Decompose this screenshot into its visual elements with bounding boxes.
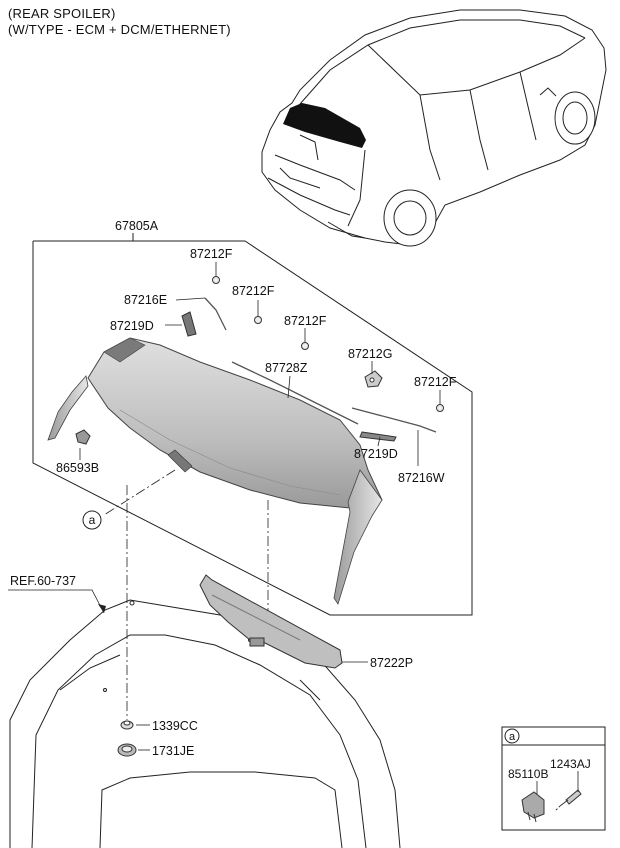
alignment-lines — [103, 469, 269, 720]
label-86593B: 86593B — [56, 461, 99, 475]
inset-box — [501, 726, 606, 831]
label-87728Z: 87728Z — [265, 361, 308, 375]
inset-letter: a — [509, 731, 516, 743]
trim-strips — [204, 297, 437, 433]
label-87219D-b: 87219D — [354, 447, 398, 461]
label-87212F-a: 87212F — [190, 247, 233, 261]
label-1339CC: 1339CC — [152, 719, 198, 733]
label-85110B: 85110B — [508, 767, 548, 781]
diagram-title-line1: (REAR SPOILER) — [8, 6, 116, 21]
label-1243AJ: 1243AJ — [550, 757, 591, 771]
ref-arrowhead — [98, 604, 106, 613]
label-87216W: 87216W — [398, 471, 445, 485]
rear-spoiler — [47, 337, 383, 605]
label-87219D-a: 87219D — [110, 319, 154, 333]
tailgate-illustration — [9, 599, 401, 848]
vehicle-illustration — [261, 9, 607, 247]
small-parts — [75, 276, 444, 445]
label-87212F-b: 87212F — [232, 284, 275, 298]
label-87212G: 87212G — [348, 347, 392, 361]
inset-callout-circle — [504, 728, 520, 744]
label-87216E: 87216E — [124, 293, 167, 307]
ref-label: REF.60-737 — [10, 574, 76, 588]
lower-leaders — [136, 661, 368, 751]
label-87222P: 87222P — [370, 656, 413, 670]
assembly-outline — [32, 233, 473, 616]
label-87212F-c: 87212F — [284, 314, 327, 328]
diagram-title-line2: (W/TYPE - ECM + DCM/ETHERNET) — [8, 22, 231, 37]
rear-glass-highlight — [283, 103, 366, 148]
assembly-label: 67805A — [115, 219, 159, 233]
callout-circle — [82, 510, 102, 530]
lower-parts — [117, 574, 343, 757]
label-1731JE: 1731JE — [152, 744, 194, 758]
ref-leader — [8, 589, 105, 614]
leader-lines — [79, 262, 441, 466]
label-87212F-d: 87212F — [414, 375, 457, 389]
callout-letter: a — [89, 513, 96, 527]
